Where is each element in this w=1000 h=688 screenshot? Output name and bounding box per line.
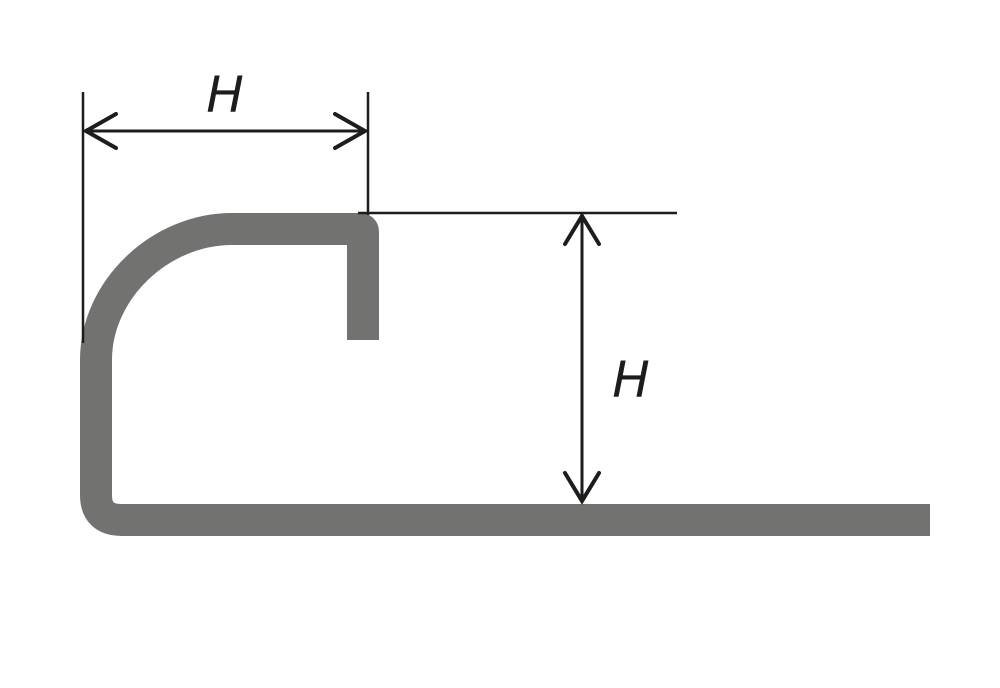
width-dimension-label: H bbox=[206, 66, 244, 124]
height-dimension-arrow bbox=[563, 212, 601, 505]
width-dimension-arrow bbox=[81, 112, 370, 150]
height-dimension-label: H bbox=[612, 351, 650, 409]
arrowhead-right-icon bbox=[333, 112, 370, 150]
tile-trim-profile-icon bbox=[80, 213, 930, 536]
arrowhead-down-icon bbox=[563, 471, 601, 505]
arrowhead-up-icon bbox=[563, 212, 601, 246]
arrowhead-left-icon bbox=[81, 112, 118, 150]
